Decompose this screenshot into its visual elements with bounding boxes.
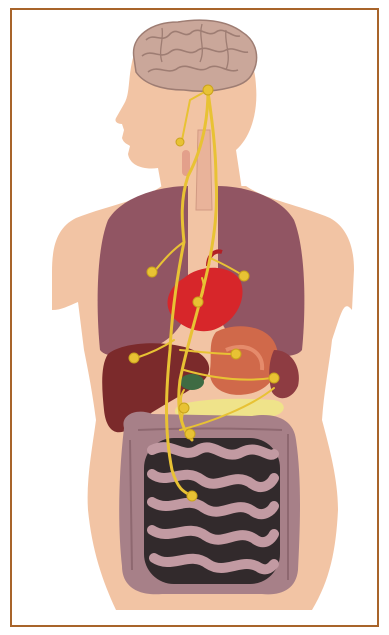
nerve-node [231,349,241,359]
nerve-node [185,429,195,439]
nerve-node [187,491,197,501]
nerve-node [269,373,279,383]
nerve-node [239,271,249,281]
nerve-node [129,353,139,363]
trachea [196,130,212,210]
nerve-node [179,403,189,413]
image-frame [10,8,379,627]
vagus-nerve-anatomy-illustration [12,10,381,629]
small-intestine [144,438,280,584]
gallbladder [180,374,204,390]
nerve-node [147,267,157,277]
nerve-node [193,297,203,307]
nerve-node [176,138,184,146]
nerve-node [203,85,213,95]
brain [134,20,257,91]
